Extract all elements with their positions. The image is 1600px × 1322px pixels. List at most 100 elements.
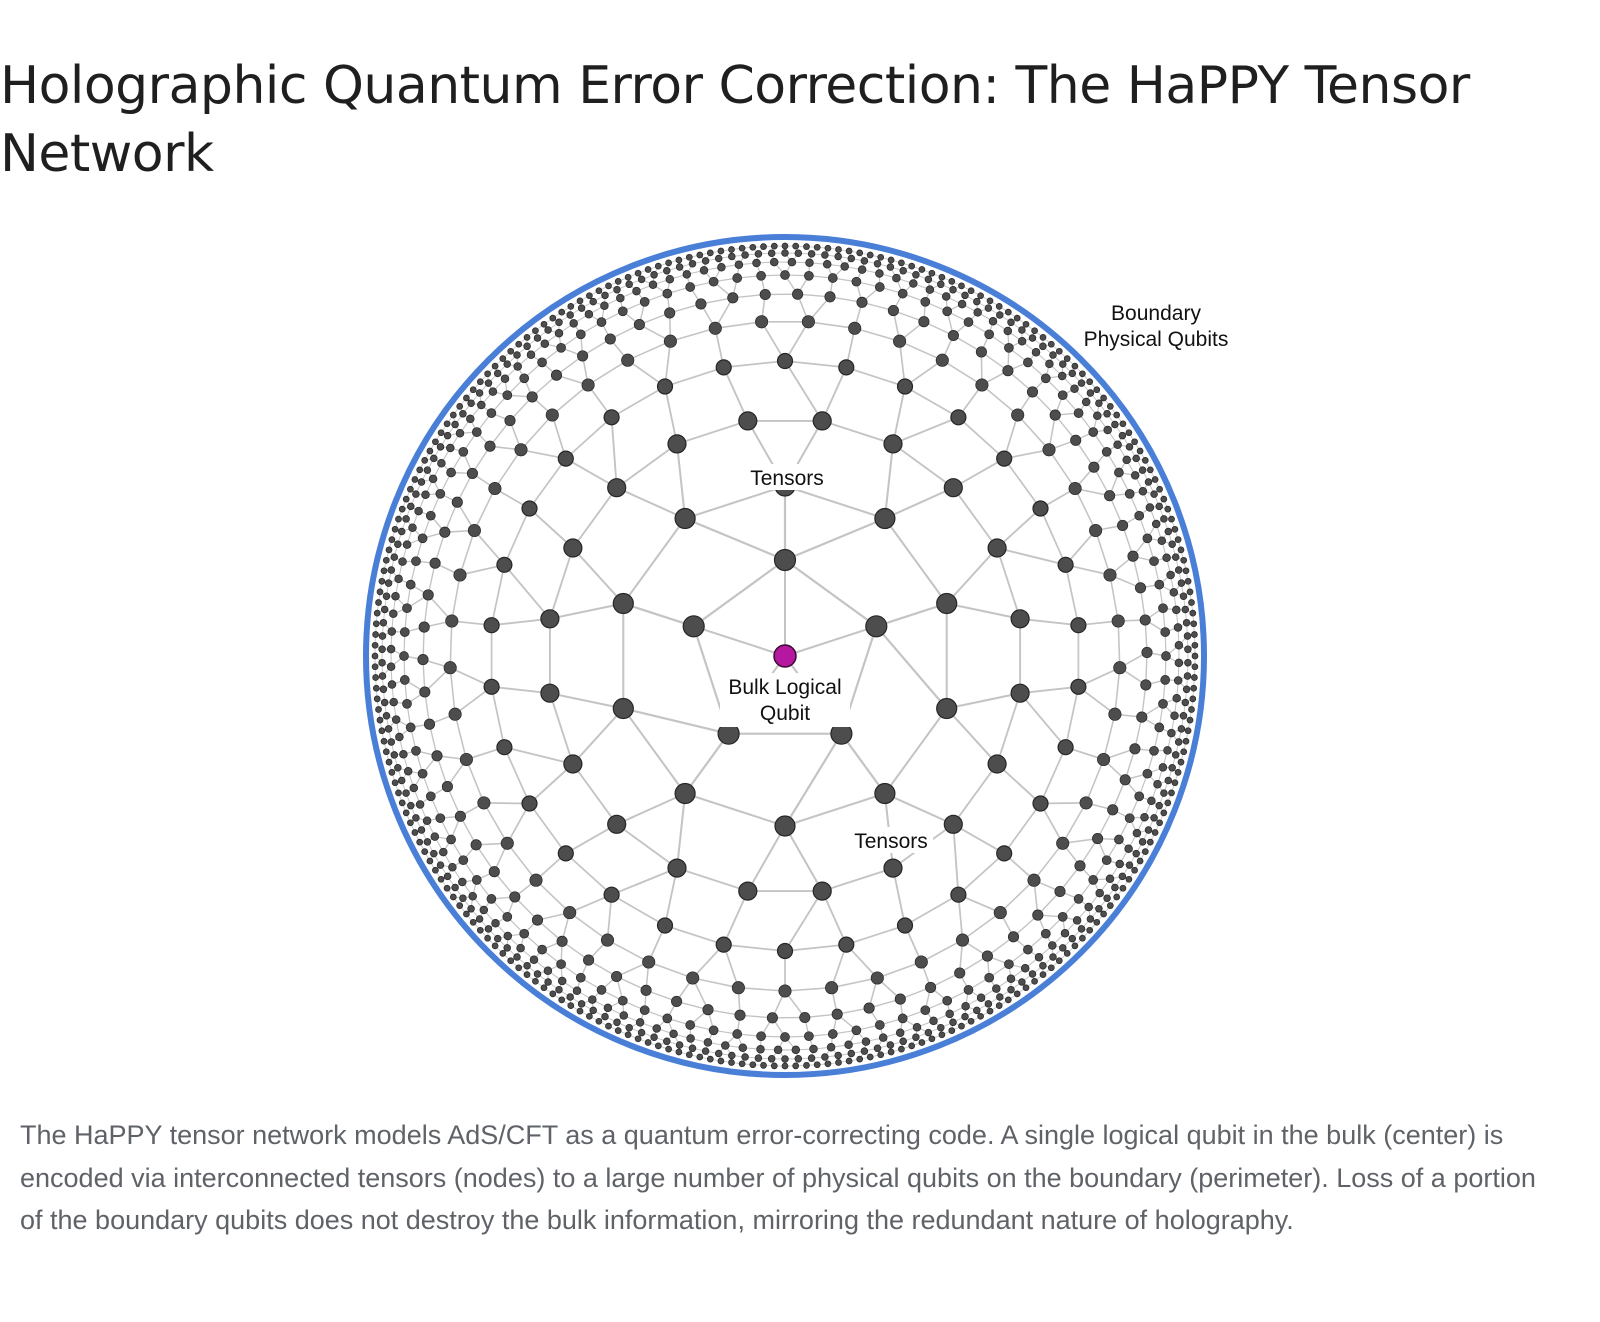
- boundary-physical-qubit-node: [385, 546, 393, 554]
- boundary-physical-qubit-node: [567, 1002, 575, 1009]
- boundary-physical-qubit-node: [1155, 502, 1163, 511]
- tensor-bond-edge: [676, 867, 749, 892]
- boundary-physical-qubit-node: [741, 1053, 749, 1061]
- boundary-physical-qubit-node: [1114, 834, 1124, 845]
- boundary-physical-qubit-node: [408, 523, 417, 532]
- tensor-bond-edge: [451, 574, 461, 622]
- boundary-physical-qubit-node: [1184, 658, 1192, 667]
- boundary-physical-qubit-node: [1071, 362, 1079, 370]
- boundary-physical-qubit-node: [421, 848, 429, 855]
- boundary-physical-qubit-node: [644, 266, 652, 273]
- boundary-physical-qubit-node: [1144, 478, 1153, 486]
- boundary-physical-qubit-node: [1118, 872, 1127, 881]
- boundary-physical-qubit-node: [995, 303, 1003, 310]
- boundary-physical-qubit-node: [405, 579, 416, 590]
- tensor-node: [812, 881, 832, 901]
- boundary-physical-qubit-node: [1040, 373, 1051, 384]
- tensor-node: [893, 334, 907, 348]
- boundary-physical-qubit-node: [432, 438, 439, 446]
- tensor-bond-edge: [999, 879, 1035, 914]
- tensor-bond-edge: [622, 517, 686, 605]
- boundary-physical-qubit-node: [1004, 959, 1014, 970]
- tensor-bond-edge: [565, 852, 613, 896]
- boundary-physical-qubit-node: [791, 1045, 801, 1055]
- boundary-physical-qubit-node: [1160, 627, 1171, 637]
- boundary-physical-qubit-node: [1155, 801, 1163, 810]
- boundary-physical-qubit-node: [1132, 849, 1140, 858]
- tensor-bond-edge: [784, 360, 823, 422]
- boundary-physical-qubit-node: [961, 291, 969, 300]
- tensor-bond-edge: [616, 823, 678, 869]
- tensor-bond-edge: [622, 707, 686, 795]
- boundary-physical-qubit-node: [874, 282, 885, 292]
- boundary-physical-qubit-node: [500, 374, 510, 384]
- boundary-physical-qubit-node: [1077, 379, 1086, 387]
- boundary-physical-qubit-node: [734, 260, 744, 269]
- boundary-physical-qubit-node: [1164, 776, 1173, 785]
- boundary-physical-qubit-node: [874, 1020, 885, 1030]
- boundary-physical-qubit-node: [412, 490, 420, 498]
- tensor-bond-edge: [449, 667, 456, 715]
- boundary-physical-qubit-node: [699, 266, 709, 275]
- boundary-physical-qubit-node: [1189, 695, 1197, 703]
- tensor-node: [734, 1009, 746, 1021]
- boundary-physical-qubit-node: [1088, 427, 1099, 437]
- tensor-bond-edge: [957, 416, 1005, 460]
- boundary-physical-qubit-node: [685, 282, 696, 292]
- boundary-label-line1: Boundary: [1111, 302, 1201, 325]
- tensor-node: [453, 568, 467, 582]
- tensor-node: [1049, 409, 1061, 421]
- boundary-physical-qubit-node: [372, 620, 380, 628]
- boundary-physical-qubit-node: [443, 872, 452, 881]
- tensor-node: [451, 496, 463, 508]
- boundary-physical-qubit-node: [409, 783, 419, 793]
- boundary-physical-qubit-node: [675, 1048, 683, 1056]
- boundary-physical-qubit-node: [977, 292, 984, 300]
- tensor-node: [801, 315, 815, 329]
- boundary-physical-qubit-node: [486, 408, 497, 418]
- boundary-physical-qubit-node: [1113, 440, 1122, 449]
- boundary-physical-qubit-node: [1153, 780, 1162, 789]
- boundary-physical-qubit-node: [1049, 351, 1057, 359]
- boundary-physical-qubit-node: [549, 990, 557, 998]
- boundary-physical-qubit-node: [394, 540, 402, 548]
- bulk-logical-qubit-node: [773, 644, 797, 668]
- boundary-physical-qubit-node: [873, 259, 882, 268]
- tensor-bond-edge: [664, 366, 724, 388]
- boundary-physical-qubit-node: [1086, 915, 1095, 923]
- bulk-label-line2: Qubit: [760, 702, 810, 725]
- boundary-physical-qubit-node: [754, 1054, 763, 1062]
- boundary-physical-qubit-node: [616, 293, 625, 303]
- boundary-physical-qubit-node: [780, 1032, 790, 1042]
- boundary-physical-qubit-node: [1063, 950, 1071, 957]
- boundary-physical-qubit-node: [781, 242, 789, 250]
- boundary-physical-qubit-node: [873, 1044, 882, 1053]
- tensor-bond-edge: [616, 443, 678, 489]
- boundary-physical-qubit-node: [1057, 911, 1068, 922]
- boundary-physical-qubit-node: [1086, 389, 1095, 397]
- tensor-node: [557, 450, 574, 467]
- boundary-physical-qubit-node: [376, 588, 384, 596]
- tensor-bond-edge: [1117, 620, 1121, 668]
- boundary-physical-qubit-node: [448, 863, 457, 872]
- tensor-node: [529, 873, 543, 887]
- boundary-physical-qubit-node: [1119, 420, 1127, 428]
- boundary-physical-qubit-node: [1174, 566, 1183, 574]
- boundary-physical-qubit-node: [835, 1059, 842, 1066]
- tensor-bond-edge: [884, 707, 948, 795]
- tensor-bond-edge: [670, 327, 716, 342]
- boundary-physical-qubit-node: [920, 1005, 931, 1016]
- boundary-physical-qubit-node: [1142, 533, 1153, 544]
- tensor-node: [738, 411, 758, 431]
- boundary-physical-qubit-node: [899, 1037, 907, 1046]
- boundary-physical-qubit-node: [1060, 928, 1070, 938]
- tensor-node: [824, 291, 836, 303]
- boundary-physical-qubit-node: [992, 984, 1001, 993]
- tensor-bond-edge: [952, 763, 998, 825]
- boundary-physical-qubit-node: [1182, 567, 1190, 575]
- boundary-physical-qubit-node: [572, 986, 582, 995]
- tensor-bond-edge: [684, 485, 786, 520]
- boundary-physical-qubit-node: [754, 250, 763, 258]
- boundary-physical-qubit-node: [502, 911, 513, 922]
- tensor-node: [738, 881, 758, 901]
